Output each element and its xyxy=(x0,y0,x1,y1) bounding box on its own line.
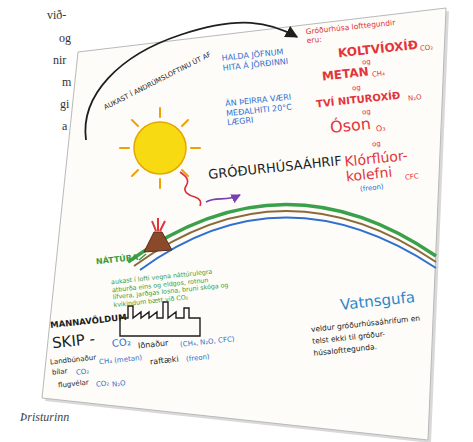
formula: N₂O xyxy=(112,379,126,389)
paper-sheet xyxy=(42,8,446,440)
factory-skyline xyxy=(120,302,200,336)
book-text: og xyxy=(59,31,71,45)
formula: N₂O xyxy=(408,93,422,103)
reflected-arrow xyxy=(206,195,240,202)
book-text: nir xyxy=(53,53,66,67)
sun xyxy=(120,108,200,188)
radiation-squiggle xyxy=(180,172,201,206)
source-name: bílar xyxy=(52,367,68,377)
formula: CO₂ xyxy=(76,367,90,377)
formula: CO₂ xyxy=(96,379,110,389)
joiner-word: og xyxy=(352,84,362,93)
book-text: a xyxy=(62,119,67,133)
formula: CH₄ xyxy=(372,69,386,79)
book-text: við- xyxy=(47,8,66,22)
formula: CO₂ xyxy=(420,43,434,53)
joiner-word: og xyxy=(372,140,382,149)
nature-pointer xyxy=(139,254,146,260)
formula: O₃ xyxy=(376,124,386,135)
figure-caption: Þristurinn xyxy=(20,410,69,424)
formula: CO₂ xyxy=(111,336,131,350)
gas-name: Óson xyxy=(329,115,371,137)
volcano xyxy=(144,218,172,252)
curved-arrow xyxy=(85,23,297,140)
earth xyxy=(128,204,436,270)
book-text: m xyxy=(62,75,71,89)
formula: CFC xyxy=(405,172,420,182)
book-text: gi xyxy=(60,97,69,111)
